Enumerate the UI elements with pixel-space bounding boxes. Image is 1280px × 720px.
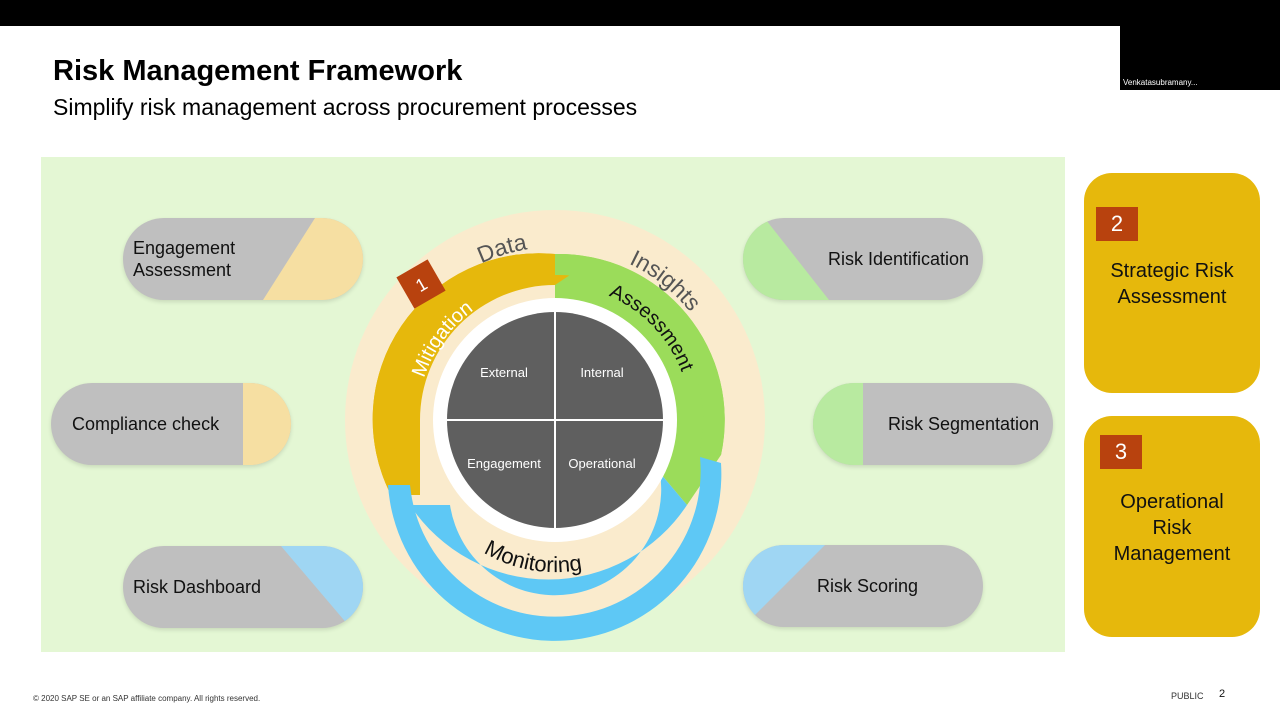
classification-label: PUBLIC: [1171, 691, 1204, 701]
label-line: Operational: [1120, 491, 1224, 513]
card-label: Strategic Risk Assessment: [1084, 258, 1260, 310]
pill-label: Engagement Assessment: [133, 237, 235, 281]
participant-name: Venkatasubramany...: [1123, 78, 1198, 87]
card-number-badge: 2: [1096, 207, 1138, 241]
pill-accent: [743, 218, 829, 300]
label-line: Risk: [1152, 517, 1192, 539]
copyright: © 2020 SAP SE or an SAP affiliate compan…: [33, 694, 261, 703]
pill-label: Risk Scoring: [817, 576, 919, 596]
card-label: Operational Risk Management: [1084, 489, 1260, 567]
quadrant-operational: Operational: [568, 456, 635, 471]
slide-title: Risk Management Framework: [53, 55, 463, 87]
strategic-risk-card: 2 Strategic Risk Assessment: [1084, 173, 1260, 393]
quadrant-internal: Internal: [580, 365, 623, 380]
pill-label: Risk Segmentation: [888, 414, 1040, 434]
quadrant-engagement: Engagement: [467, 456, 541, 471]
participant-video-tile[interactable]: Venkatasubramany...: [1120, 26, 1280, 90]
risk-segmentation-pill: Risk Segmentation: [813, 383, 1053, 465]
pill-accent: [263, 218, 363, 300]
compliance-check-pill: Compliance check: [51, 383, 291, 465]
assessment-arc: [555, 253, 725, 455]
engagement-assessment-pill: Engagement Assessment: [123, 218, 363, 300]
card-number-badge: 3: [1100, 435, 1142, 469]
pill-label: Compliance check: [72, 414, 220, 434]
risk-dashboard-pill: Risk Dashboard: [123, 546, 363, 628]
mitigation-badge: 1: [396, 259, 446, 309]
label-line: Assessment: [133, 260, 232, 280]
pill-accent: [743, 545, 825, 627]
quadrant-external: External: [480, 365, 528, 380]
framework-wheel: Data Insights Mitigation Assessment Moni…: [345, 210, 765, 641]
monitoring-arc: [388, 457, 722, 641]
risk-scoring-pill: Risk Scoring: [743, 545, 983, 627]
pill-label: Risk Dashboard: [133, 577, 262, 597]
page-number: 2: [1219, 688, 1226, 700]
monitoring-segment: [410, 473, 687, 596]
pill-accent: [281, 546, 363, 628]
pill-accent: [813, 383, 863, 465]
slide-subtitle: Simplify risk management across procurem…: [53, 94, 638, 120]
label-line: Engagement: [133, 238, 236, 258]
top-bar: [0, 0, 1280, 26]
label-line: Assessment: [1117, 286, 1227, 308]
pill-accent: [243, 383, 291, 465]
risk-identification-pill: Risk Identification: [743, 218, 983, 300]
operational-risk-card: 3 Operational Risk Management: [1084, 416, 1260, 637]
label-line: Strategic Risk: [1110, 260, 1234, 282]
pill-label: Risk Identification: [828, 249, 970, 269]
mitigation-arc: [372, 253, 555, 495]
label-line: Management: [1113, 543, 1231, 565]
